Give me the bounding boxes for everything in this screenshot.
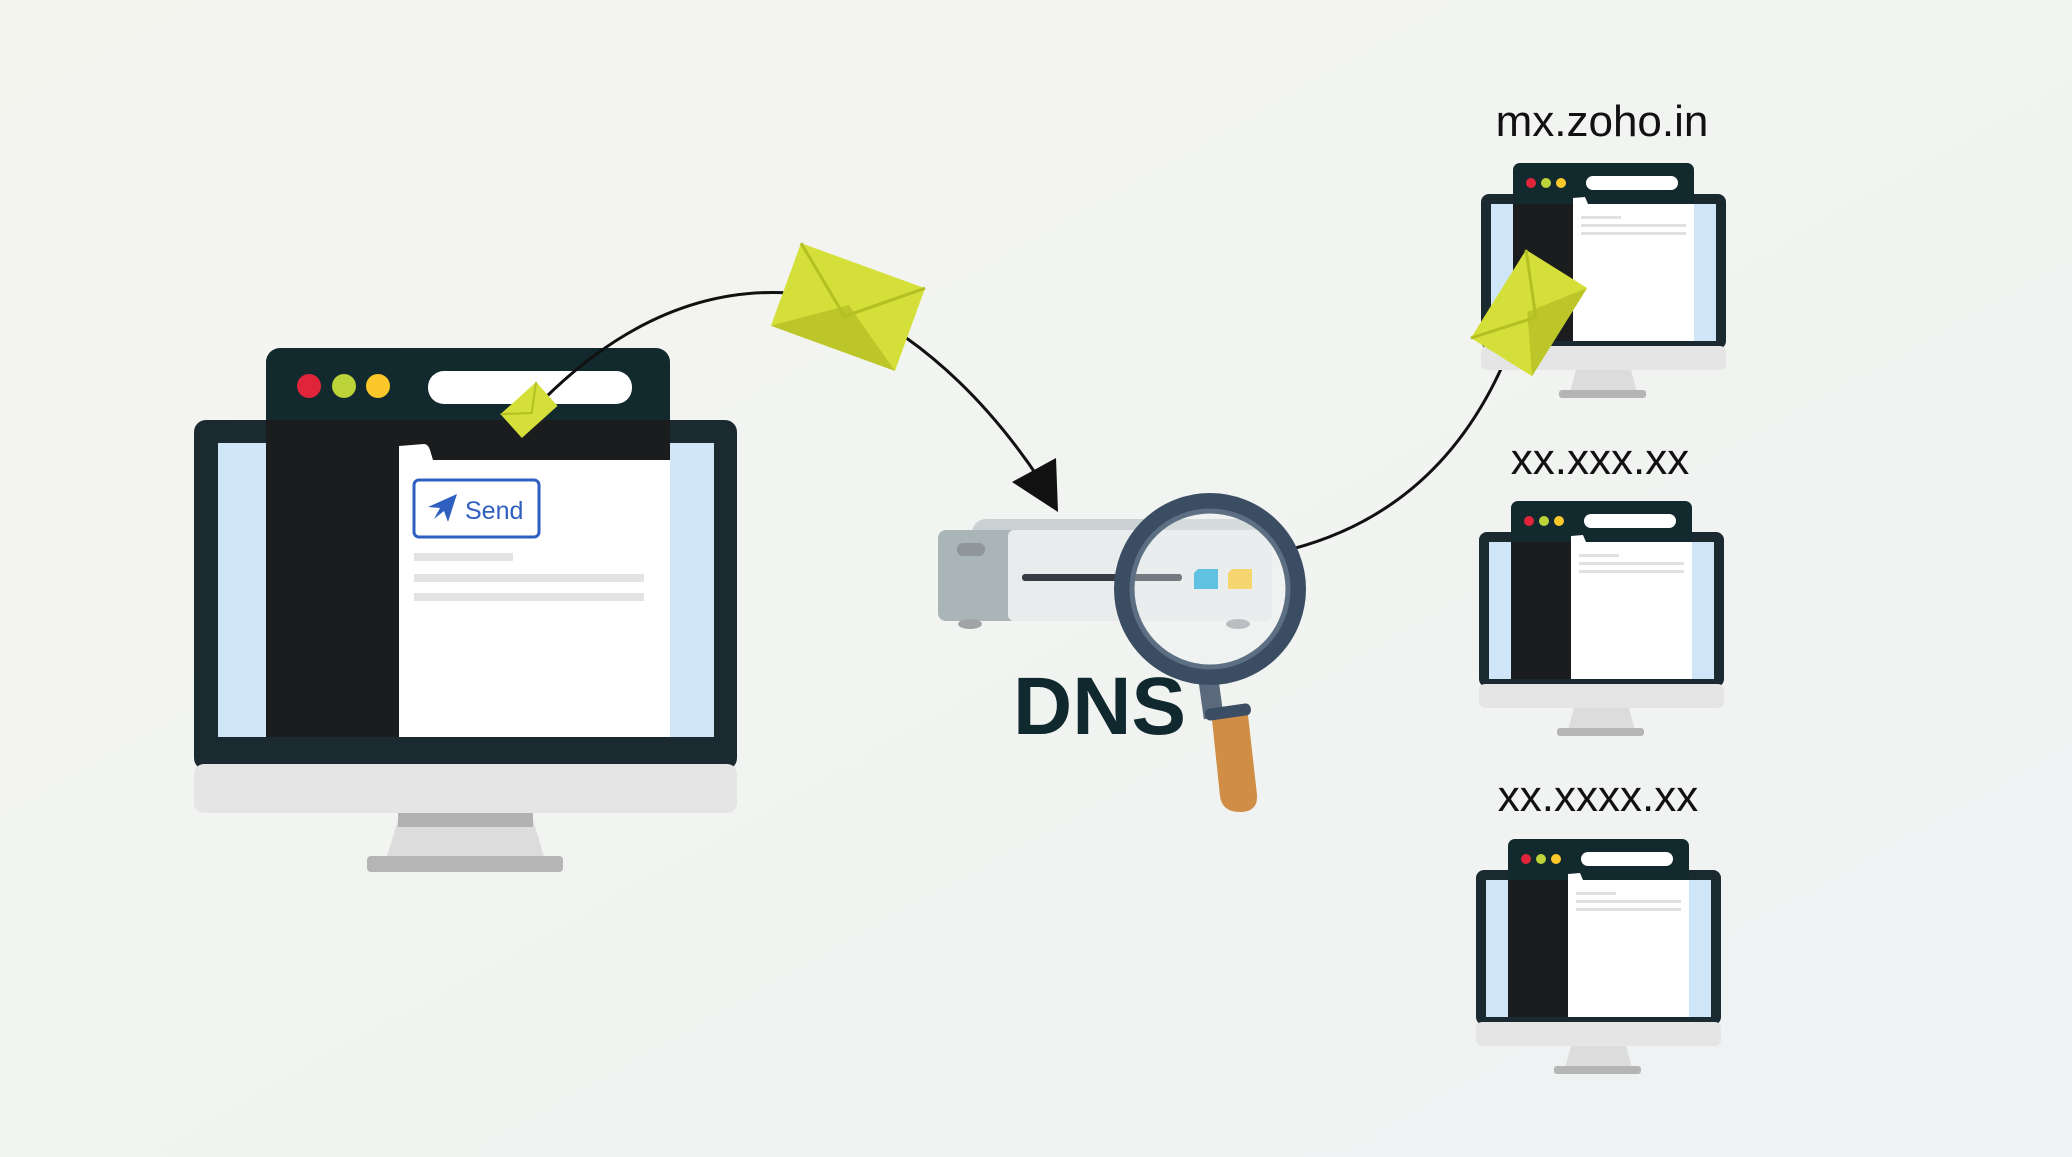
minimize-dot: [1539, 516, 1549, 526]
server-label: xx.xxx.xx: [1511, 435, 1689, 484]
server-slot: [1022, 574, 1182, 581]
send-button[interactable]: Send: [412, 478, 541, 539]
server-led: [957, 543, 985, 556]
sender-computer: Send: [194, 348, 737, 872]
address-bar: [428, 371, 632, 404]
screen-panel-right: [670, 443, 714, 737]
arrowhead-icon: [1012, 458, 1058, 512]
magnifier-icon: [1114, 493, 1306, 812]
close-dot: [297, 374, 321, 398]
browser-window: Send: [266, 348, 670, 737]
text-line: [1576, 908, 1681, 911]
minimize-dot: [332, 374, 356, 398]
monitor-base: [1554, 1066, 1641, 1074]
close-dot: [1521, 854, 1531, 864]
monitor-chin: [1476, 1022, 1721, 1046]
flow-path-to-dns: [543, 290, 791, 400]
screen-panel-right: [1692, 204, 1716, 341]
server-label: xx.xxxx.xx: [1498, 772, 1698, 821]
flow-path-to-mx: [1291, 359, 1507, 551]
text-line: [1581, 216, 1621, 219]
text-line: [1579, 562, 1684, 565]
monitor-chin: [1479, 684, 1724, 708]
envelope-icon: [1470, 249, 1588, 377]
text-line: [1576, 892, 1616, 895]
text-line: [1579, 554, 1619, 557]
maximize-dot: [1551, 854, 1561, 864]
screen-panel-right: [1687, 880, 1711, 1017]
maximize-dot: [1556, 178, 1566, 188]
close-dot: [1526, 178, 1536, 188]
maximize-dot: [1554, 516, 1564, 526]
dns-label: DNS: [1013, 661, 1186, 752]
monitor-chin: [194, 764, 737, 813]
flow-path-to-dns-2: [904, 335, 1042, 481]
server-foot: [958, 619, 982, 629]
paper-plane-icon: [428, 494, 457, 522]
maximize-dot: [366, 374, 390, 398]
port-blue-icon: [1194, 569, 1218, 589]
screen-panel-left: [1486, 880, 1510, 1017]
text-line: [414, 553, 513, 561]
screen-panel-left: [218, 443, 266, 737]
screen-panel-left: [1489, 542, 1513, 679]
text-line: [1581, 224, 1686, 227]
send-button-label: Send: [465, 497, 523, 525]
monitor-stand: [1565, 1046, 1632, 1068]
close-dot: [1524, 516, 1534, 526]
monitor-base: [367, 856, 563, 872]
envelope-icon: [500, 381, 558, 438]
monitor-base: [1559, 390, 1646, 398]
mail-server-computer: [1479, 501, 1724, 736]
monitor-base: [1557, 728, 1644, 736]
text-line: [1576, 900, 1681, 903]
envelope-icon: [770, 242, 926, 371]
monitor-stand: [1568, 708, 1635, 730]
dns-server: DNS: [938, 519, 1272, 752]
text-line: [414, 574, 644, 582]
minimize-dot: [1541, 178, 1551, 188]
address-bar: [1584, 514, 1676, 528]
address-bar: [1581, 852, 1673, 866]
text-line: [1579, 570, 1684, 573]
minimize-dot: [1536, 854, 1546, 864]
text-line: [1581, 232, 1686, 235]
server-foot: [1226, 619, 1250, 629]
screen-panel-right: [1690, 542, 1714, 679]
mail-server-computer: [1476, 839, 1721, 1074]
address-bar: [1586, 176, 1678, 190]
port-yellow-icon: [1228, 569, 1252, 589]
text-line: [414, 593, 644, 601]
server-label: mx.zoho.in: [1496, 97, 1709, 146]
monitor-stand: [1570, 370, 1637, 392]
monitor-stand-top: [398, 813, 533, 827]
